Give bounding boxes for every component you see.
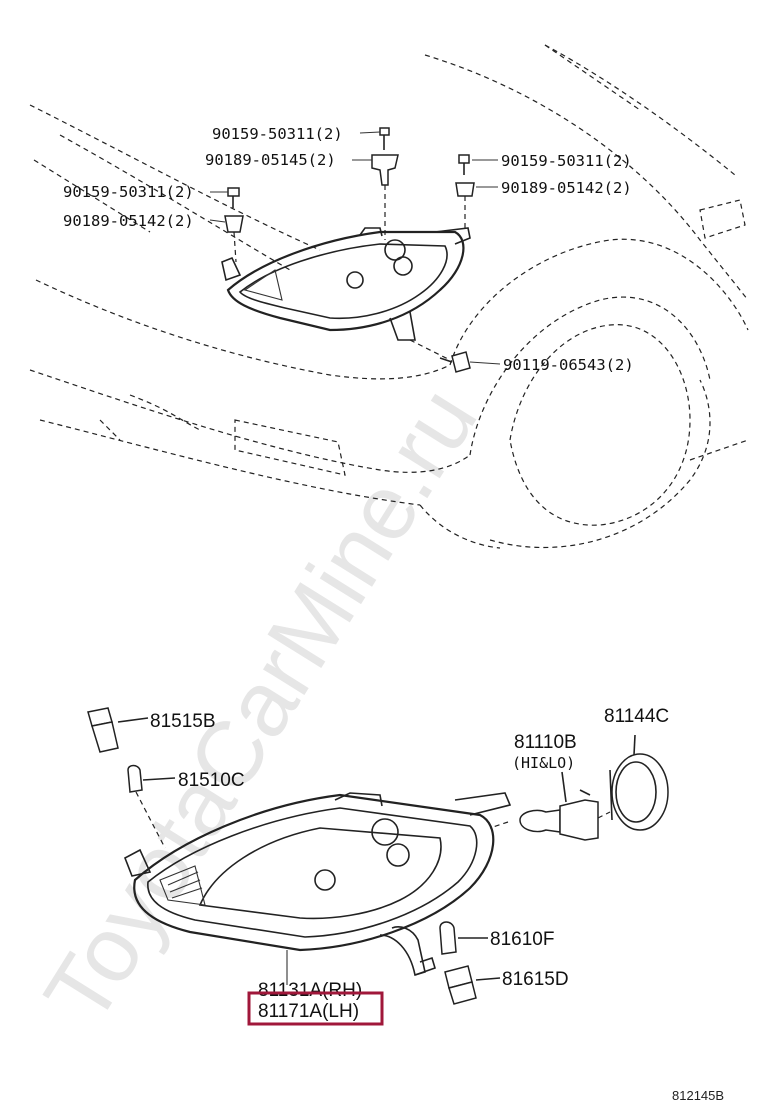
label-screw-lower: 90119-06543(2) bbox=[503, 356, 634, 374]
bulb-81110b bbox=[489, 771, 599, 841]
label-bracket: 90189-05145(2) bbox=[205, 151, 336, 169]
label-bulb-81610f: 81610F bbox=[490, 929, 554, 950]
label-nut-right: 90189-05142(2) bbox=[501, 179, 632, 197]
fastener-nut-left bbox=[224, 215, 244, 233]
headlamp-unit bbox=[123, 792, 512, 977]
label-unit-lh[interactable]: 81171A(LH) bbox=[258, 1001, 359, 1022]
label-bolt-top: 90159-50311(2) bbox=[212, 125, 343, 143]
cover-81144c bbox=[597, 734, 669, 831]
bulb-81510c bbox=[127, 764, 176, 849]
fastener-bracket bbox=[371, 154, 399, 186]
bulb-81610f bbox=[439, 921, 488, 955]
label-unit-rh: 81131A(RH) bbox=[258, 980, 362, 1001]
fastener-bolt-right bbox=[458, 154, 470, 175]
diagram-code: 812145B bbox=[672, 1088, 724, 1103]
label-cover-81144c: 81144C bbox=[604, 706, 669, 727]
label-bolt-left: 90159-50311(2) bbox=[63, 183, 194, 201]
label-bolt-right: 90159-50311(2) bbox=[501, 152, 632, 170]
fastener-bolt-left bbox=[227, 187, 240, 208]
highlight-box-lh[interactable] bbox=[247, 991, 384, 1026]
label-socket-81615d: 81615D bbox=[502, 969, 569, 990]
fastener-bolt-top bbox=[379, 127, 390, 150]
label-bulb-81510c: 81510C bbox=[178, 770, 245, 791]
socket-81515b bbox=[87, 707, 149, 753]
label-bulb-81110b-note: (HI&LO) bbox=[512, 754, 575, 772]
fastener-nut-right bbox=[455, 182, 475, 197]
headlamp-installed bbox=[221, 227, 471, 341]
label-nut-left: 90189-05142(2) bbox=[63, 212, 194, 230]
socket-81615d bbox=[444, 965, 501, 1005]
label-socket-81515b: 81515B bbox=[150, 711, 216, 732]
watermark: ToyotaCarMine.ru bbox=[25, 371, 496, 1041]
label-bulb-81110b: 81110B bbox=[514, 732, 577, 753]
vehicle-body-outline bbox=[29, 44, 749, 549]
leader-lines-upper bbox=[209, 131, 501, 365]
fastener-screw-lower bbox=[439, 351, 471, 373]
